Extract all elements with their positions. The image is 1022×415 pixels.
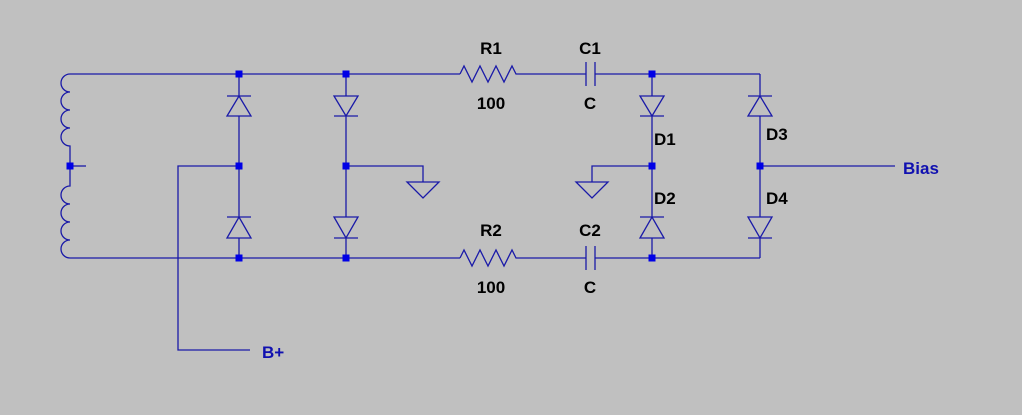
- r2-value-label: 100: [477, 278, 505, 297]
- junction-dot: [235, 254, 243, 262]
- c1-ref-label: C1: [579, 39, 601, 58]
- net-labels: Bias B+: [262, 159, 939, 362]
- d2-ref-label: D2: [654, 189, 676, 208]
- junctions: [66, 70, 764, 262]
- wire-ground2: [591, 165, 652, 182]
- junction-dot: [756, 162, 764, 170]
- d3-ref-label: D3: [766, 125, 788, 144]
- capacitor-c2-icon: [585, 246, 596, 270]
- net-label-bplus: B+: [262, 343, 284, 362]
- junction-dot: [648, 70, 656, 78]
- diode-icon: [225, 94, 253, 117]
- ground-icon: [405, 181, 441, 199]
- junction-dot: [342, 254, 350, 262]
- diode-icon: [332, 216, 360, 240]
- diode-d3-icon: [746, 94, 774, 117]
- diode-icon: [225, 215, 253, 239]
- wire-bplus: [177, 165, 250, 351]
- junction-dot: [648, 162, 656, 170]
- ground-icon: [574, 181, 610, 199]
- resistor-r1-icon: [459, 64, 520, 84]
- resistor-r2-icon: [459, 248, 520, 268]
- d1-ref-label: D1: [654, 130, 676, 149]
- diode-d2-icon: [638, 215, 666, 239]
- junction-dot: [235, 70, 243, 78]
- diode-d1-icon: [638, 95, 666, 118]
- r1-value-label: 100: [477, 94, 505, 113]
- r1-ref-label: R1: [480, 39, 502, 58]
- junction-dot: [648, 254, 656, 262]
- junction-dot: [342, 162, 350, 170]
- net-label-bias: Bias: [903, 159, 939, 178]
- junction-dot: [342, 70, 350, 78]
- d4-ref-label: D4: [766, 189, 788, 208]
- diode-d4-icon: [746, 216, 774, 240]
- component-labels: R1 100 R2 100 C1 C C2 C D1 D2 D3 D4: [477, 39, 788, 297]
- c1-value-label: C: [584, 94, 596, 113]
- c2-value-label: C: [584, 278, 596, 297]
- wire-ground1: [346, 165, 424, 182]
- capacitor-c1-icon: [585, 62, 596, 86]
- r2-ref-label: R2: [480, 221, 502, 240]
- junction-dot: [235, 162, 243, 170]
- junction-dot: [66, 162, 74, 170]
- diode-icon: [332, 95, 360, 118]
- c2-ref-label: C2: [579, 221, 601, 240]
